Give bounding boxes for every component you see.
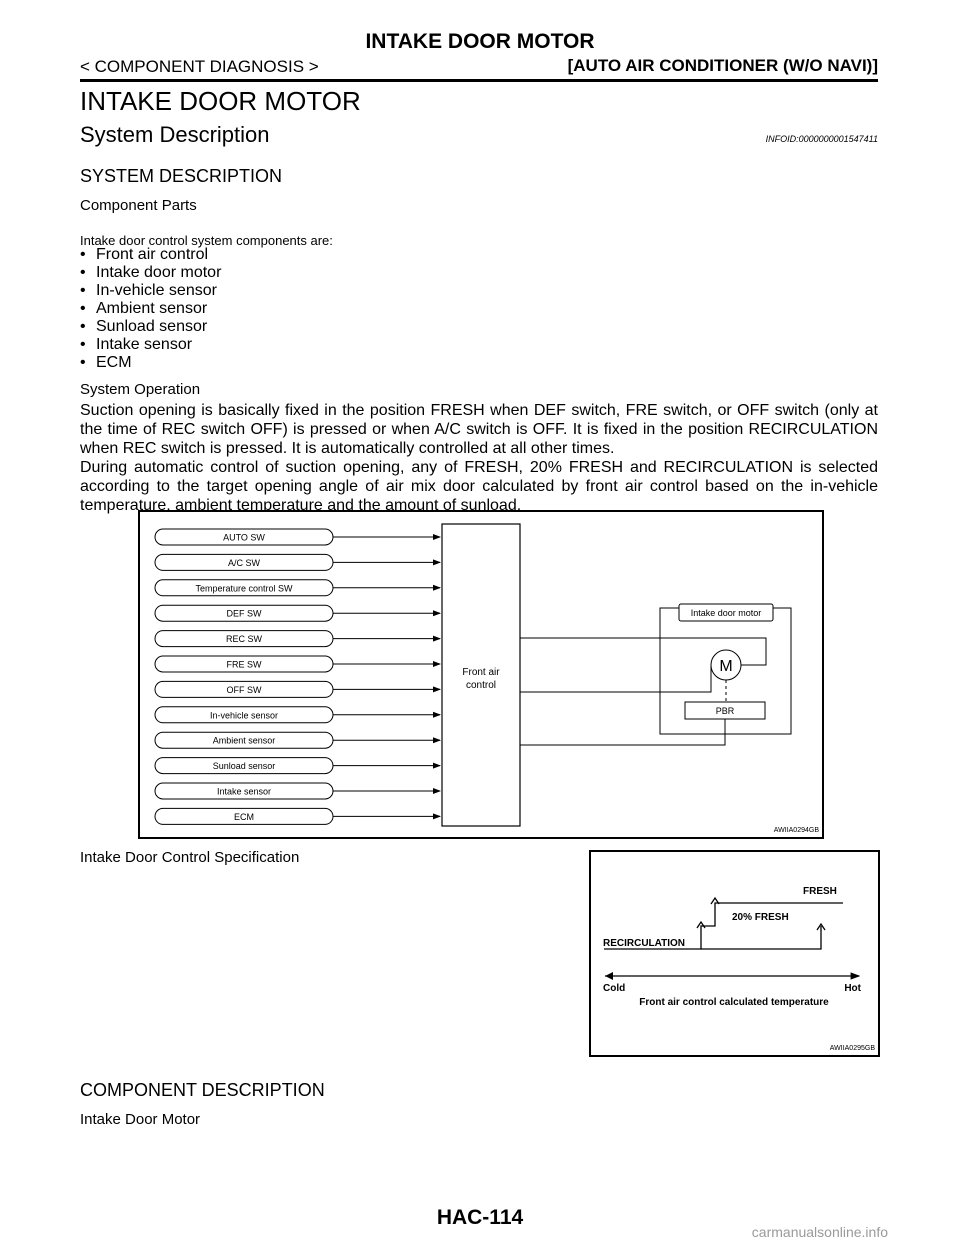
- list-item: Sunload sensor: [80, 318, 221, 336]
- component-list: Front air control Intake door motor In-v…: [80, 246, 221, 372]
- list-item: Front air control: [80, 246, 221, 264]
- motor-wire-2: [520, 665, 712, 693]
- input-label: Intake sensor: [217, 787, 271, 797]
- input-label: In-vehicle sensor: [210, 710, 278, 720]
- info-id: INFOID:0000000001547411: [765, 134, 878, 144]
- input-label: Temperature control SW: [195, 583, 293, 593]
- intake-door-motor-label: Intake door motor: [691, 608, 762, 618]
- pbr-wire: [520, 719, 726, 746]
- header-breadcrumb: < COMPONENT DIAGNOSIS >: [80, 57, 319, 76]
- input-label: ECM: [234, 812, 254, 822]
- list-item: Intake door motor: [80, 264, 221, 282]
- input-label: REC SW: [226, 634, 263, 644]
- components-intro: Intake door control system components ar…: [80, 233, 333, 248]
- list-item: In-vehicle sensor: [80, 282, 221, 300]
- controller-label-line2: control: [466, 680, 496, 691]
- system-operation-title: System Operation: [80, 381, 201, 398]
- paragraph-automatic: During automatic control of suction open…: [80, 459, 878, 514]
- step-decreasing-line: [701, 926, 822, 950]
- input-label: Sunload sensor: [213, 761, 276, 771]
- header-title: INTAKE DOOR MOTOR: [365, 30, 595, 53]
- motor-wire-1: [520, 637, 767, 666]
- header-rule: [80, 79, 878, 82]
- component-description-title: COMPONENT DESCRIPTION: [80, 1080, 325, 1100]
- section-title: System Description: [80, 122, 270, 147]
- motor-symbol-label: M: [719, 658, 732, 675]
- figure-id: AWIIA0294GB: [774, 827, 820, 834]
- cold-label: Cold: [603, 983, 625, 994]
- input-label: Ambient sensor: [213, 736, 276, 746]
- arrow-up-icon: [710, 896, 720, 905]
- header-section-tag: [AUTO AIR CONDITIONER (W/O NAVI)]: [567, 56, 878, 75]
- arrow-up-icon: [696, 920, 706, 929]
- input-label: DEF SW: [227, 609, 263, 619]
- input-label: AUTO SW: [223, 533, 265, 543]
- block-diagram-svg: AUTO SW A/C SW Temperature control SW DEF S…: [154, 523, 820, 834]
- component-parts-title: Component Parts: [80, 197, 197, 214]
- subsection-title: SYSTEM DESCRIPTION: [80, 166, 283, 186]
- list-item: ECM: [80, 354, 221, 372]
- spec-title: Intake Door Control Specification: [80, 849, 300, 866]
- page-heading: INTAKE DOOR MOTOR: [80, 86, 361, 116]
- fresh20-label: 20% FRESH: [732, 912, 789, 923]
- arrow-up-icon: [816, 922, 826, 931]
- watermark: carmanualsonline.info: [751, 1224, 888, 1240]
- figure-id: AWIIA0295GB: [830, 1045, 876, 1052]
- recirculation-label: RECIRCULATION: [603, 938, 685, 949]
- pbr-label: PBR: [716, 706, 735, 716]
- block-diagram: AUTO SW A/C SW Temperature control SW DEF S…: [138, 510, 824, 839]
- input-label: A/C SW: [228, 558, 261, 568]
- input-label: OFF SW: [227, 685, 262, 695]
- controller-label-line1: Front air: [462, 667, 500, 678]
- intake-door-motor-label-box: [678, 603, 774, 622]
- axis-label: Front air control calculated temperature: [639, 997, 829, 1008]
- intake-door-motor-title: Intake Door Motor: [80, 1111, 201, 1128]
- list-item: Intake sensor: [80, 336, 221, 354]
- spec-diagram: FRESH 20% FRESH RECIRCULATION Cold Hot F…: [589, 850, 880, 1057]
- list-item: Ambient sensor: [80, 300, 221, 318]
- front-air-control-box: [441, 523, 521, 827]
- paragraph-operation: Suction opening is basically fixed in th…: [80, 402, 878, 457]
- input-label: FRE SW: [227, 660, 263, 670]
- arrow-left-icon: [605, 972, 613, 980]
- page-number: HAC-114: [436, 1206, 524, 1229]
- input-switches: AUTO SW A/C SW Temperature control SW DEF S…: [154, 528, 441, 825]
- hot-label: Hot: [844, 983, 861, 994]
- step-increasing-line: [604, 902, 843, 950]
- spec-diagram-svg: FRESH 20% FRESH RECIRCULATION Cold Hot F…: [603, 886, 876, 1052]
- fresh-label: FRESH: [803, 886, 837, 897]
